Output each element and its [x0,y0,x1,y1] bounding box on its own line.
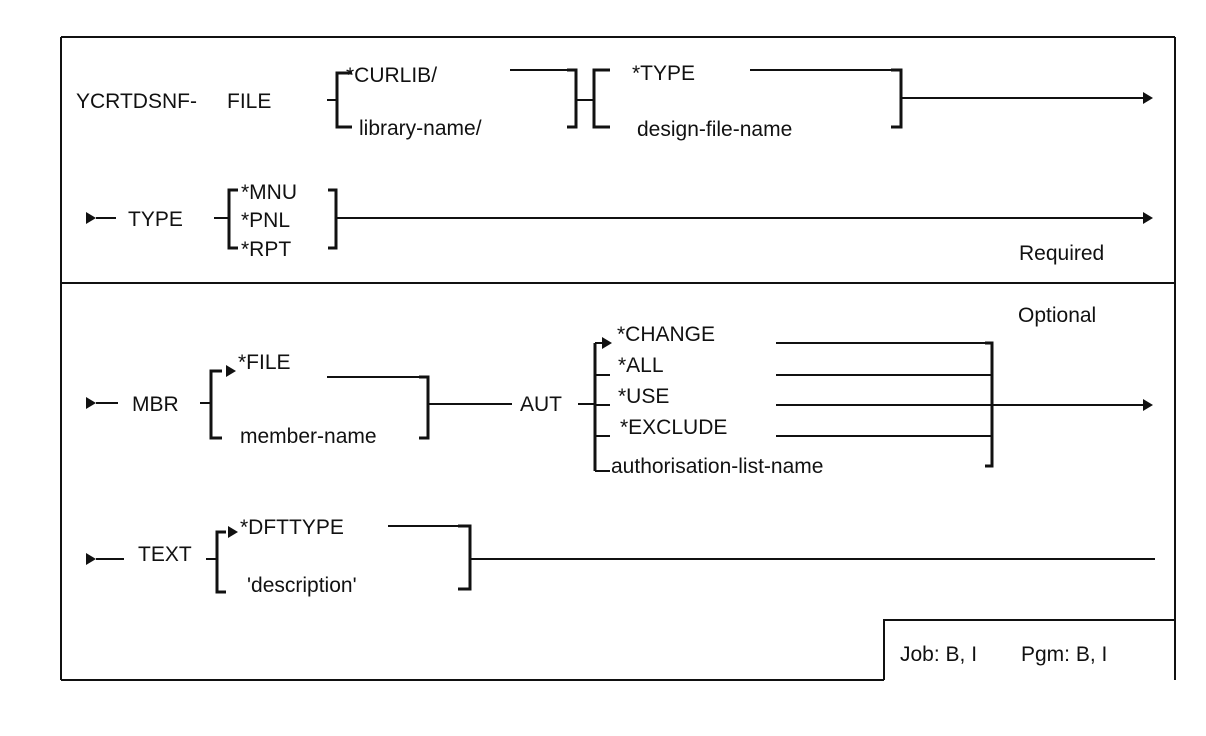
text-bracket-top [215,530,226,559]
aut-default-arrow-icon [602,337,612,349]
library-option-curlib: *CURLIB/ [346,64,437,87]
aut-option-all: *ALL [618,354,664,377]
type-option-pnl: *PNL [241,209,290,232]
diagram-frame [60,36,1176,681]
optional-section-label: Optional [1018,304,1096,327]
aut-option-change: *CHANGE [617,323,715,346]
text-default-arrow-icon [228,526,238,538]
library-option-name: library-name/ [359,117,482,140]
type-continue-arrow-icon [1143,212,1153,224]
mbr-bracket-top [209,369,222,403]
text-option-dfttype: *DFTTYPE [240,516,344,539]
command-name: YCRTDSNF [76,90,190,113]
aut-option-use: *USE [618,385,669,408]
usage-job-label: Job: B, I [900,643,977,666]
mbr-default-arrow-icon [226,365,236,377]
usage-box: Job: B, I Pgm: B, I [883,619,1175,680]
mbr-aut-parameter-row: Optional MBR *FILE member-name AUT *CHAN… [86,304,1153,478]
file-parameter-row: YCRTDSNF - FILE *CURLIB/ library-name/ *… [76,62,1153,141]
type-keyword: TYPE [128,208,183,231]
text-parameter-row: TEXT *DFTTYPE 'description' [86,516,1155,597]
file-continue-arrow-icon [1143,92,1153,104]
library-left-bracket [335,71,352,129]
aut-right-bracket [985,341,994,468]
mbr-option-file: *FILE [238,351,291,374]
aut-option-exclude: *EXCLUDE [620,416,727,439]
mbr-option-member-name: member-name [240,425,377,448]
file-option-type: *TYPE [632,62,695,85]
mbr-right-bracket [419,375,430,440]
text-keyword: TEXT [138,543,192,566]
file-option-design-name: design-file-name [637,118,792,141]
filename-left-bracket [592,68,610,129]
type-option-mnu: *MNU [241,181,297,204]
aut-keyword: AUT [520,393,562,416]
library-right-bracket [567,68,578,129]
type-left-bracket [227,188,238,250]
aut-option-authorisation-list: authorisation-list-name [611,455,823,478]
type-option-rpt: *RPT [241,238,291,261]
type-right-bracket [328,188,338,250]
type-start-arrow-icon [86,212,96,224]
mbr-bracket-bottom [209,403,222,440]
dash-separator: - [190,90,197,113]
mbr-start-arrow-icon [86,397,96,409]
required-section-label: Required [1019,242,1104,265]
text-start-arrow-icon [86,553,96,565]
usage-pgm-label: Pgm: B, I [1021,643,1107,666]
text-option-description: 'description' [247,574,357,597]
text-bracket-bottom [215,559,226,594]
type-parameter-row: TYPE *MNU *PNL *RPT Required [86,181,1153,265]
filename-right-bracket [891,68,903,129]
aut-continue-arrow-icon [1143,399,1153,411]
usage-box-outline [883,619,1175,680]
file-keyword: FILE [227,90,271,113]
mbr-keyword: MBR [132,393,179,416]
text-right-bracket [458,524,472,591]
